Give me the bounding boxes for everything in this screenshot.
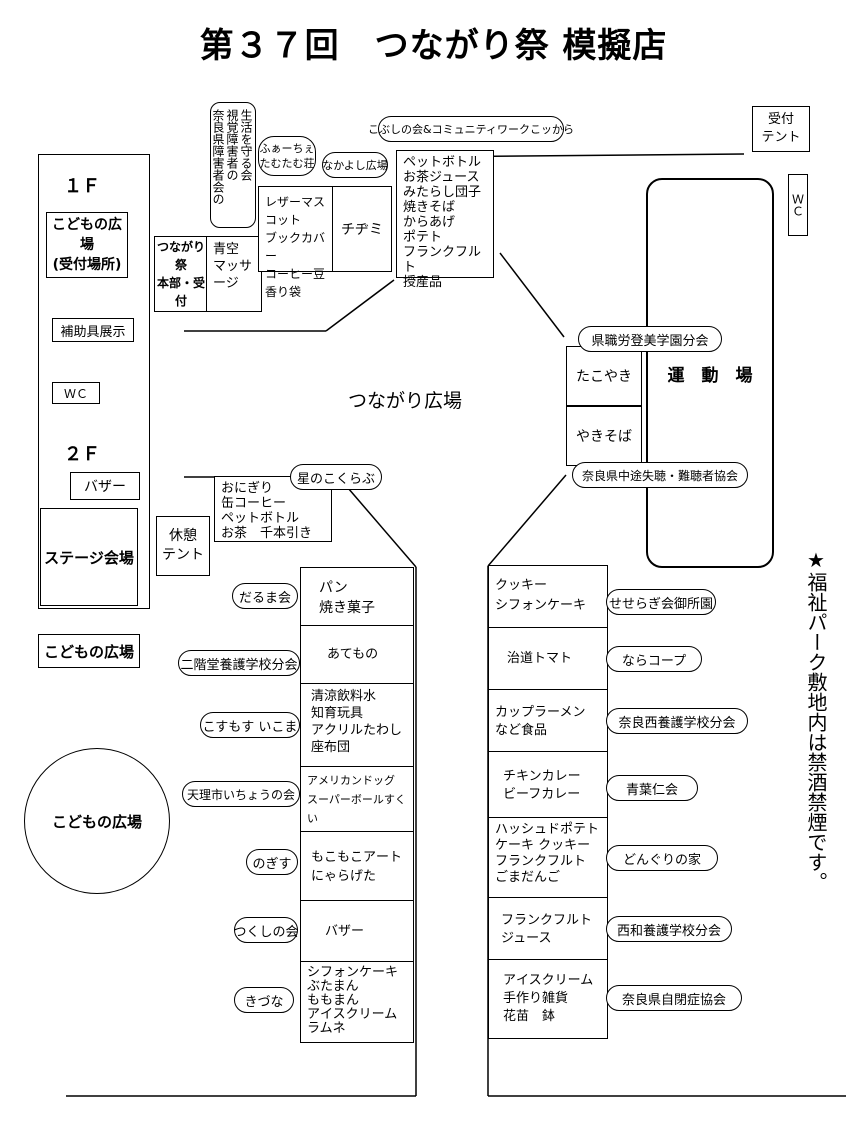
right-stall-3: カップラーメン など食品 [488, 689, 608, 753]
stage-venue: ステージ会場 [40, 508, 138, 606]
kids-plaza-circle: こどもの広場 [24, 748, 170, 894]
visually-impaired-group: 生活を守る会 視覚障害者の 奈良県障害者会の [210, 102, 256, 228]
right-org-6: 西和養護学校分会 [606, 916, 732, 942]
hoshi-group: 星のこくらぶ [290, 464, 382, 490]
left-org-2: 二階堂養護学校分会 [178, 650, 300, 676]
left-stall-7: シフォンケーキ ぶたまん ももまん アイスクリーム ラムネ [300, 961, 414, 1043]
page-title: 第３７回 つながり祭 模擬店 [199, 26, 668, 66]
kids-plaza-reception: こどもの広場 (受付場所) [46, 212, 128, 278]
left-org-3: こすもす いこま [200, 712, 300, 738]
yakisoba-stall: やきそば [566, 406, 642, 466]
fuachie-group: ふぁーちぇ たむたむ荘 [258, 136, 316, 176]
tsunagari-plaza: つながり広場 [348, 390, 463, 412]
left-stall-5: もこもこアート にゃらげた [300, 831, 414, 901]
chijimi-stall: チヂミ [332, 186, 392, 272]
vertical-col-1: 生活を守る会 [239, 109, 253, 181]
left-stall-3: 清涼飲料水 知育玩具 アクリルたわし 座布団 [300, 683, 414, 767]
right-stall-7: アイスクリーム 手作り雑貨 花苗 鉢 [488, 959, 608, 1039]
right-stall-2: 治道トマト [488, 627, 608, 691]
left-org-6: つくしの会 [234, 917, 299, 943]
left-org-1: だるま会 [232, 583, 298, 609]
right-org-4: 青葉仁会 [606, 775, 698, 801]
rest-tent: 休憩 テント [156, 516, 210, 576]
right-stall-5: ハッシュドポテト ケーキ クッキー フランクフルト ごまだんご [488, 817, 608, 899]
reception-tent: 受付 テント [752, 106, 810, 152]
koushi-group: こぶしの会&コミュニティワークこッから [368, 116, 574, 142]
right-org-2: ならコープ [606, 646, 702, 672]
left-stall-1: パン 焼き菓子 [300, 567, 414, 627]
kids-plaza-small: こどもの広場 [38, 634, 140, 668]
wc-right: ＷＣ [788, 174, 808, 236]
vertical-col-3: 奈良県障害者会の [211, 109, 225, 205]
takoyaki-stall: たこやき [566, 346, 642, 406]
sports-field: 運 動 場 [646, 178, 774, 568]
aozora-massage: 青空 マッサ ージ [206, 236, 262, 312]
left-org-4: 天理市いちょうの会 [182, 781, 300, 807]
right-org-1: せせらぎ会御所園 [606, 589, 716, 615]
right-stall-4: チキンカレー ビーフカレー [488, 751, 608, 819]
right-org-3: 奈良西養護学校分会 [606, 708, 748, 734]
nakatohoku-group: 奈良県中途失聴・難聴者協会 [572, 462, 748, 488]
leather-goods: レザーマスコット ブックカバー コーヒー豆 香り袋 [258, 186, 334, 299]
left-org-7: きづな [234, 987, 294, 1013]
wc-building: ＷＣ [52, 382, 100, 404]
left-stall-2: あてもの [300, 625, 414, 685]
right-org-7: 奈良県自閉症協会 [606, 985, 742, 1011]
left-org-5: のぎす [246, 849, 298, 875]
kengakuen-group: 県職労登美学園分会 [578, 326, 722, 352]
right-stall-6: フランクフルト ジュース [488, 897, 608, 961]
pet-bottle-stall: ペットボトル お茶ジュース みたらし団子 焼きそば からあげ ポテト フランクフ… [396, 150, 494, 290]
nakayoshi-plaza: なかよし広場 [322, 152, 388, 178]
left-stall-6: バザー [300, 900, 414, 962]
bazaar-building: バザー [70, 472, 140, 500]
right-stall-1: クッキー シフォンケーキ [488, 565, 608, 629]
no-alcohol-smoking-notice: ★福祉パーク敷地内は禁酒禁煙です。 [804, 548, 828, 892]
right-org-5: どんぐりの家 [606, 845, 718, 871]
floor-2-label: ２Ｆ [64, 444, 100, 465]
floor-1-label: １Ｆ [64, 176, 100, 197]
festival-hq: つながり祭 本部・受付 [154, 236, 208, 312]
vertical-col-2: 視覚障害者の [225, 109, 239, 181]
left-stall-4: アメリカンドッグ スーパーボールすくい 飲み物 [300, 766, 414, 844]
aid-exhibit: 補助具展示 [52, 318, 134, 342]
